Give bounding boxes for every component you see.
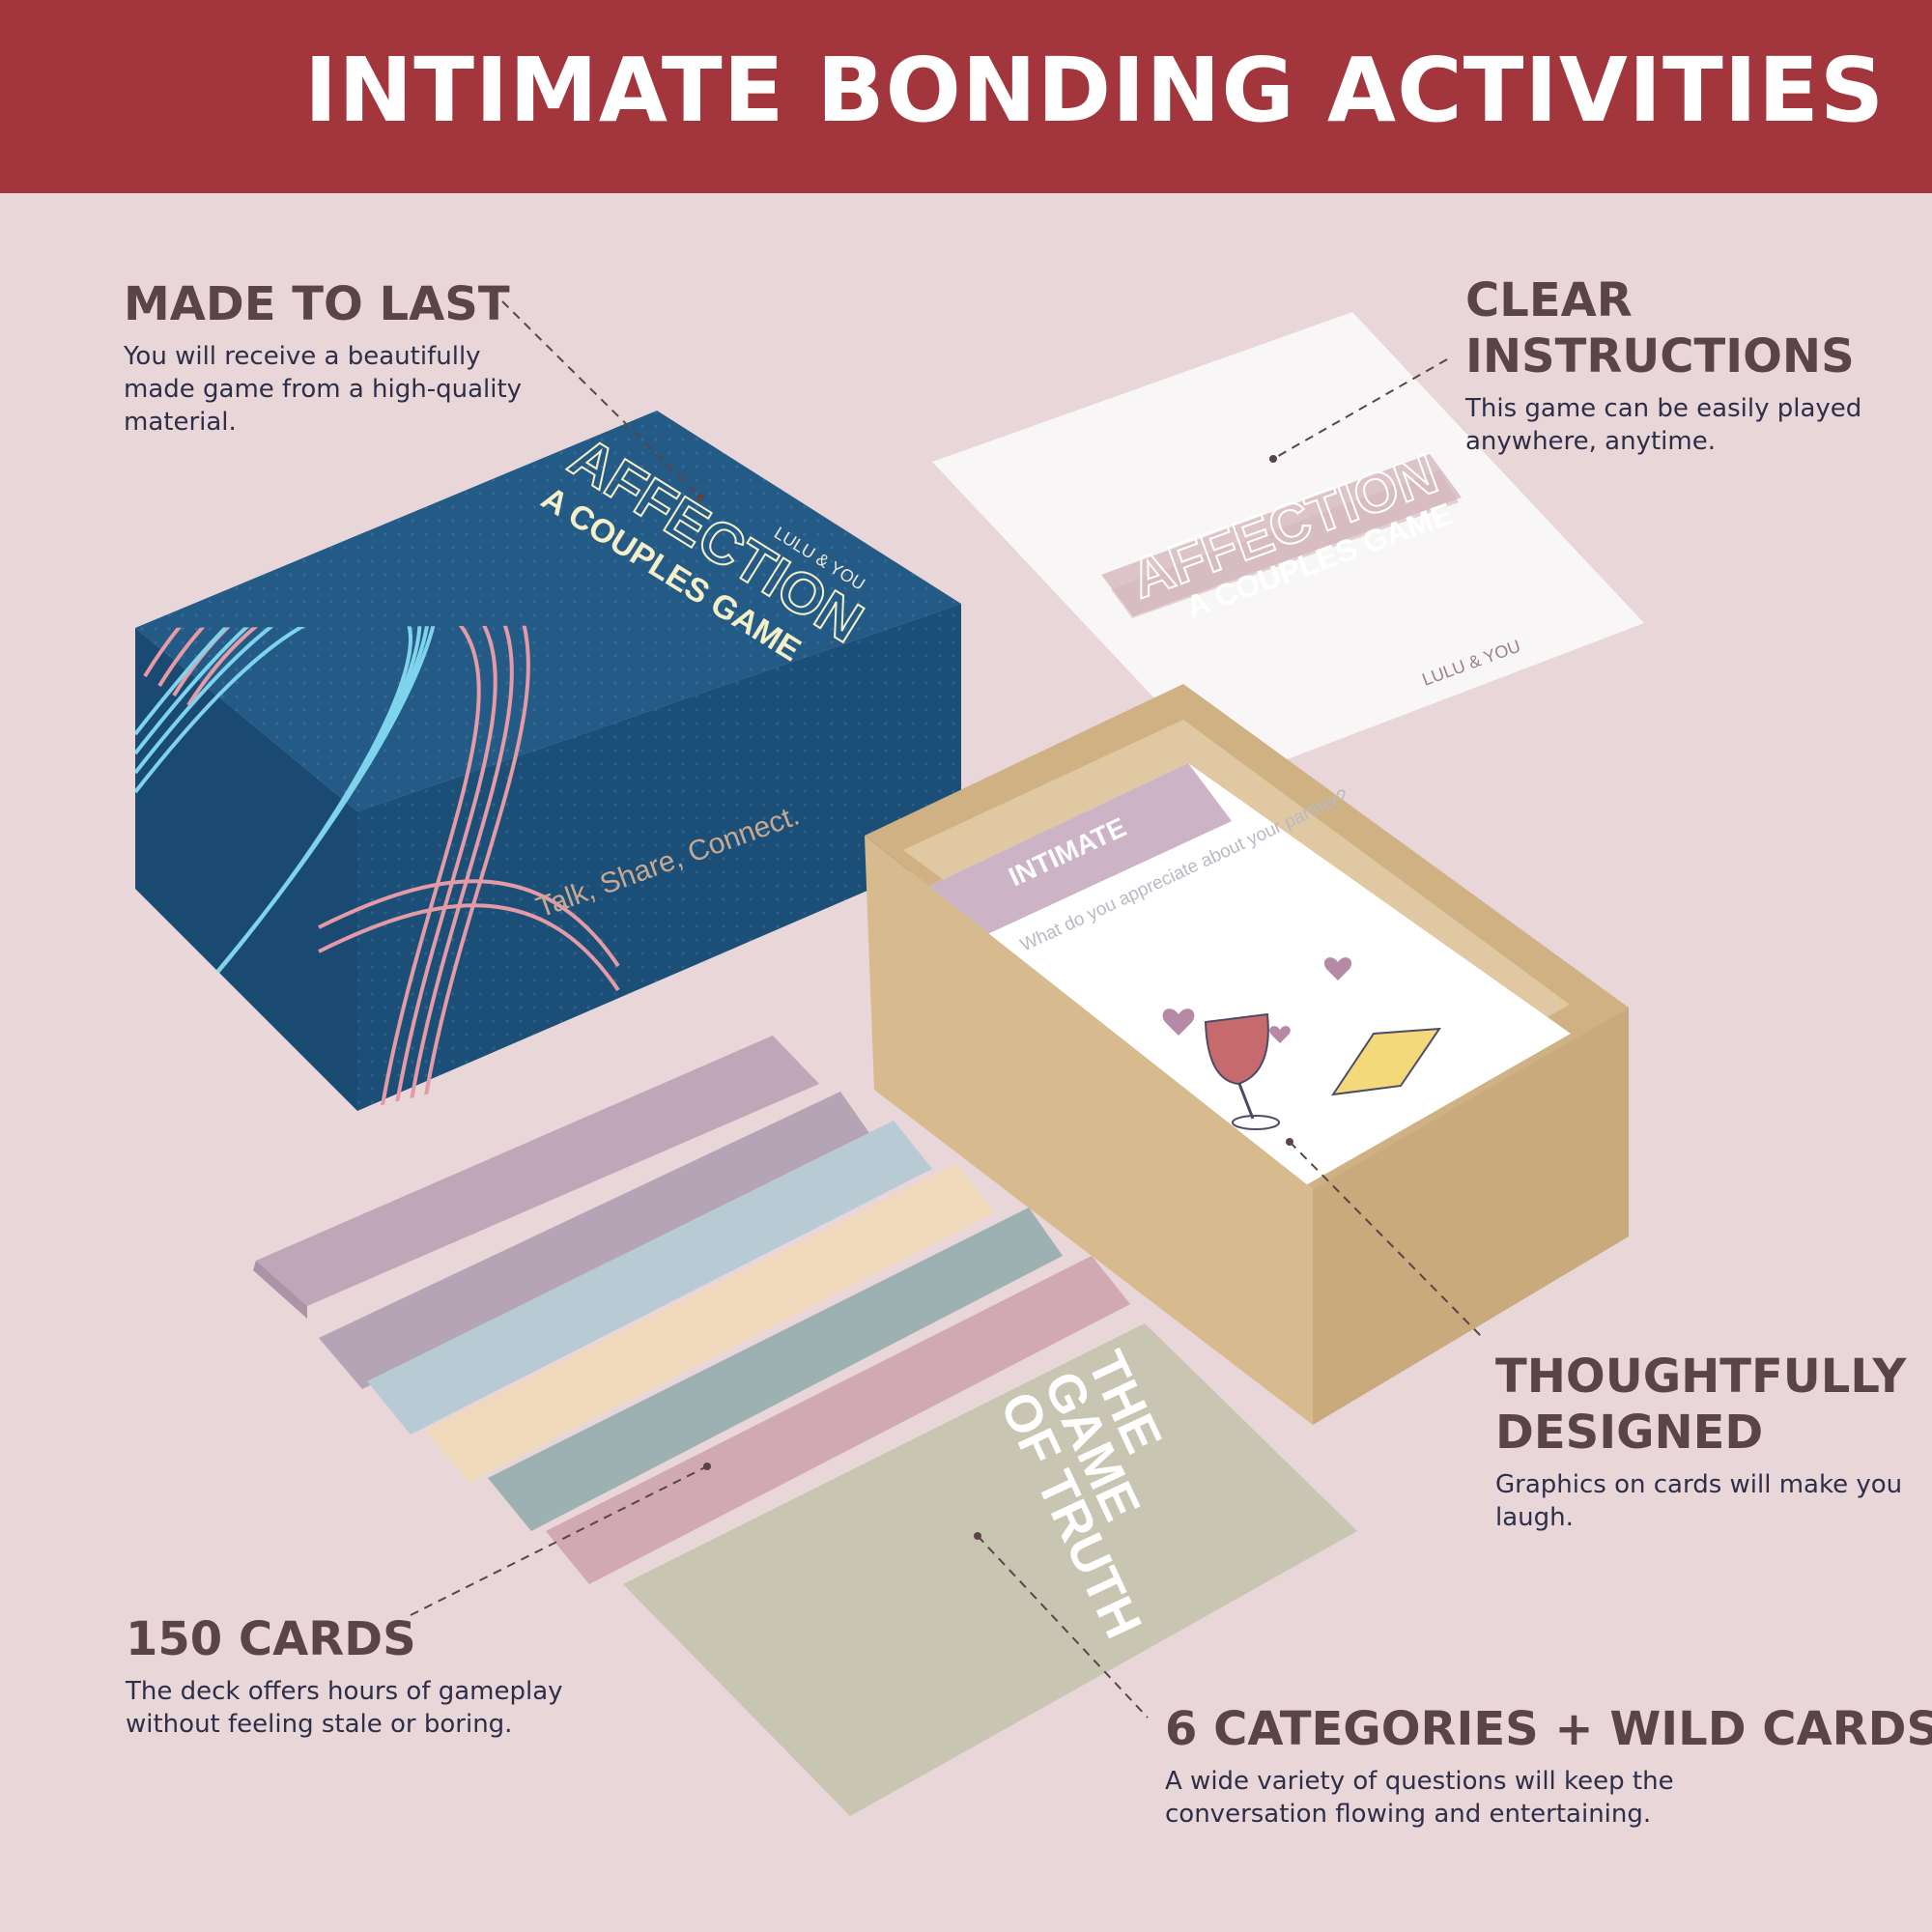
feature-150-cards: 150 CARDS The deck offers hours of gamep… (126, 1611, 589, 1741)
feature-description: The deck offers hours of gameplay withou… (126, 1677, 563, 1739)
banner: INTIMATE BONDING ACTIVITIES (0, 0, 1932, 193)
product-box (135, 411, 961, 1111)
banner-title: INTIMATE BONDING ACTIVITIES (304, 39, 1886, 142)
feature-title: MADE TO LAST (124, 277, 510, 331)
feature-title: 150 CARDS (126, 1612, 416, 1666)
feature-thoughtfully-designed: THOUGHTFULLY DESIGNED Graphics on cards … (1495, 1349, 1911, 1534)
leader-dot (703, 1463, 711, 1470)
feature-categories: 6 CATEGORIES + WILD CARDS A wide variety… (1165, 1701, 1932, 1831)
feature-description: You will receive a beautifully made game… (124, 342, 523, 437)
feature-made-to-last: MADE TO LAST You will receive a beautifu… (124, 276, 539, 439)
instruction-card (932, 312, 1644, 781)
leader-clear-instructions (1272, 358, 1448, 460)
feature-title: THOUGHTFULLY DESIGNED (1495, 1350, 1907, 1460)
feature-description: Graphics on cards will make you laugh. (1495, 1470, 1903, 1532)
leader-dot (1286, 1138, 1293, 1146)
card-fan (253, 1036, 1357, 1816)
feature-clear-instructions: CLEAR INSTRUCTIONS This game can be easi… (1465, 272, 1890, 458)
feature-description: A wide variety of questions will keep th… (1165, 1767, 1674, 1829)
leader-categories (977, 1535, 1149, 1719)
feature-description: This game can be easily played anywhere,… (1465, 394, 1862, 456)
leader-made-to-last (501, 300, 701, 498)
leader-dot (696, 494, 704, 501)
feature-title: 6 CATEGORIES + WILD CARDS (1165, 1702, 1932, 1756)
feature-title: CLEAR INSTRUCTIONS (1465, 273, 1855, 384)
leader-dot (974, 1532, 981, 1540)
insert-box (865, 684, 1629, 1425)
leader-dot (1269, 455, 1277, 463)
